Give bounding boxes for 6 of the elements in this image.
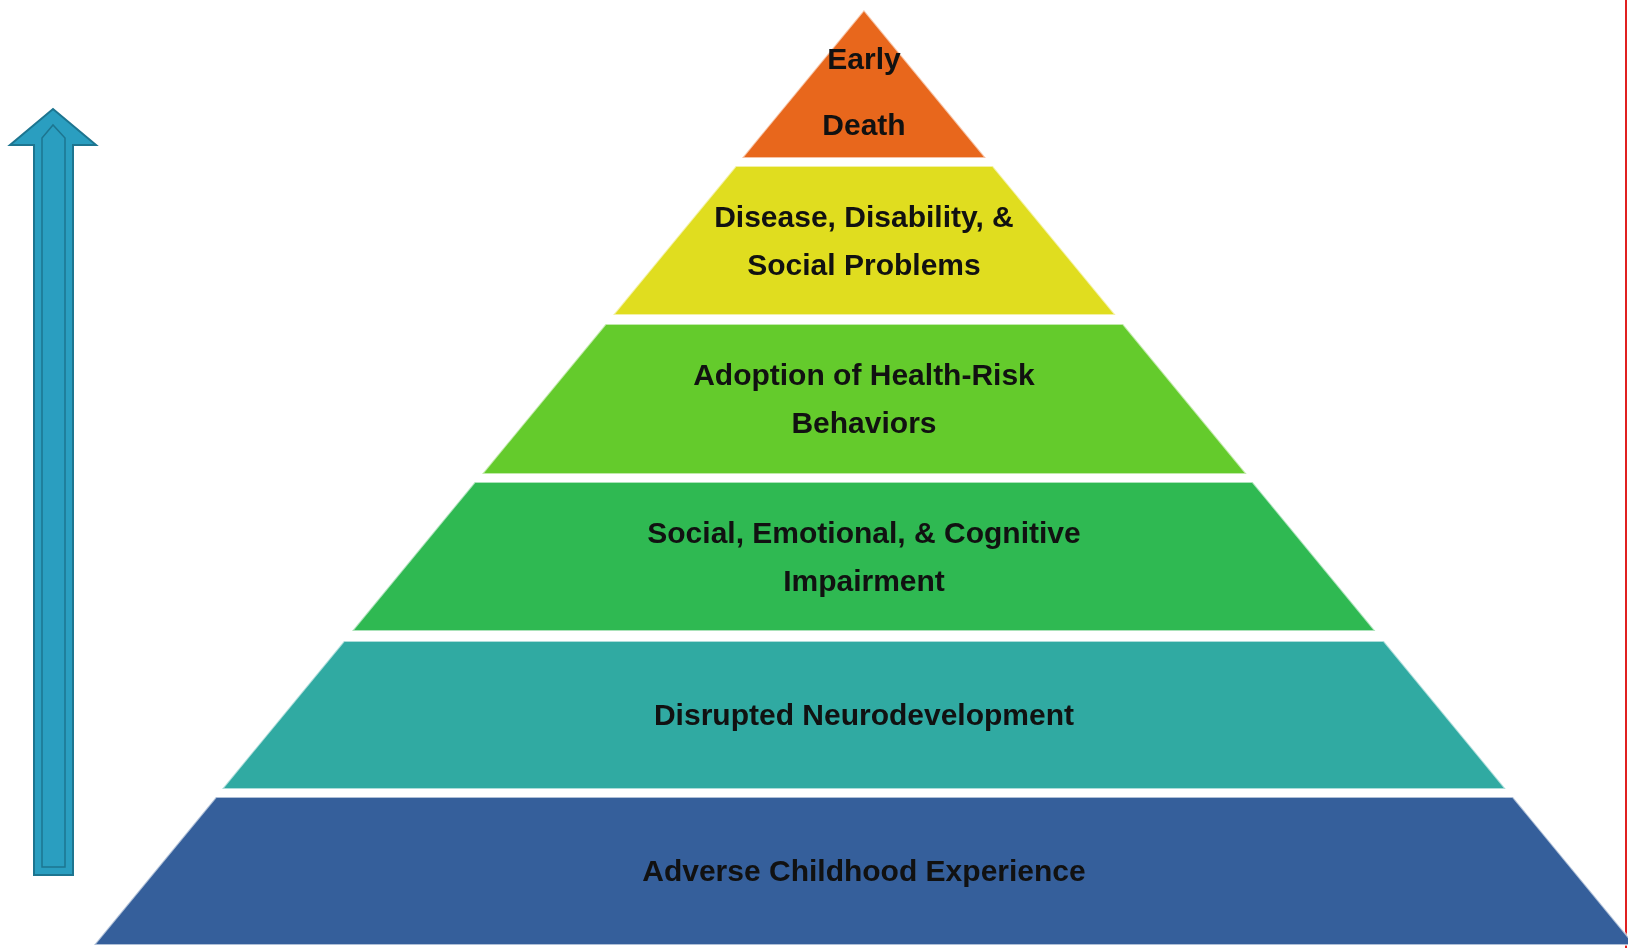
level-label: Disease, Disability, & Social Problems — [713, 198, 1015, 283]
level-label: Early Death — [821, 41, 907, 143]
level-label: Adverse Childhood Experience — [642, 853, 1086, 889]
level-label: Adoption of Health-Risk Behaviors — [692, 357, 1036, 441]
level-label: Social, Emotional, & Cognitive Impairment — [646, 514, 1082, 599]
level-label: Disrupted Neurodevelopment — [653, 697, 1074, 733]
